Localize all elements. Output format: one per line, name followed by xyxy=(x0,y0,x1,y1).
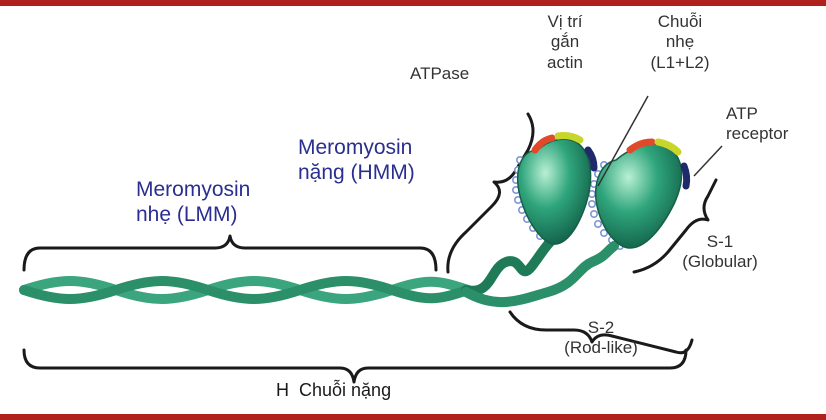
atp-receptor-pointer xyxy=(693,145,723,177)
bottom-accent-bar xyxy=(0,414,826,420)
atp-receptor-site-1 xyxy=(584,146,598,172)
neck-strand-a xyxy=(461,235,557,296)
atp-receptor-label: ATP receptor xyxy=(726,104,789,144)
s2-brace xyxy=(508,310,694,355)
tail-strand-b xyxy=(19,276,473,304)
lmm-label: Meromyosin nhẹ (LMM) xyxy=(136,178,251,227)
heavy-chain-brace xyxy=(22,348,688,384)
s1-label: S-1 (Globular) xyxy=(682,232,758,272)
s2-label: S-2 (Rod-like) xyxy=(564,318,638,358)
top-accent-bar xyxy=(0,0,826,6)
atpase-site-2 xyxy=(626,138,656,154)
atpase-label: ATPase xyxy=(410,64,470,83)
actin-site-2 xyxy=(654,138,682,156)
neck-strand-b xyxy=(461,241,619,308)
hmm-label: Meromyosin nặng (HMM) xyxy=(298,136,415,185)
s1-brace xyxy=(632,178,718,274)
actin-site-1 xyxy=(554,132,584,144)
light-chain-label: Chuỗi nhẹ (L1+L2) xyxy=(650,12,710,72)
lmm-brace xyxy=(22,234,438,272)
hmm-brace xyxy=(446,112,535,274)
myosin-head-1 xyxy=(517,138,592,245)
heavy-chain-label: H Chuỗi nặng xyxy=(276,380,392,400)
actin-site-label: Vị trí gắn actin xyxy=(547,12,583,72)
atp-receptor-site-2 xyxy=(680,162,691,190)
atpase-site-1 xyxy=(531,134,556,154)
light-chain-pointer xyxy=(597,95,649,187)
myosin-head-2 xyxy=(595,143,683,249)
